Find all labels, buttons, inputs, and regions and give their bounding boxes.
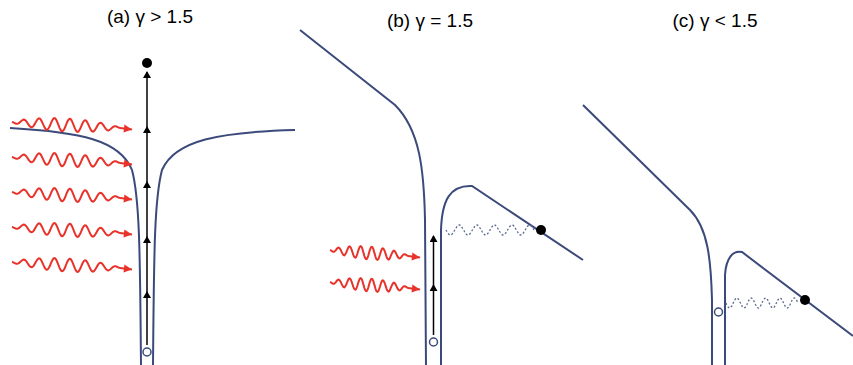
potential-curve <box>583 105 712 365</box>
potential-curve <box>153 130 295 365</box>
laser-pulse <box>12 188 120 202</box>
photon-step-arrow <box>433 236 435 285</box>
photon-step-arrow <box>146 292 148 345</box>
laser-pulse-head <box>124 160 133 168</box>
bound-electron <box>715 308 723 316</box>
photon-step-arrow <box>146 72 148 127</box>
laser-pulse <box>330 246 408 260</box>
laser-pulse <box>12 118 120 132</box>
laser-pulse-head <box>412 253 421 261</box>
potential-curve <box>10 128 141 365</box>
panel-label: (b) γ = 1.5 <box>387 11 473 32</box>
photon-step-arrow <box>433 285 435 335</box>
laser-pulse-head <box>124 125 133 133</box>
free-electron <box>142 58 152 68</box>
panel-label: (c) γ < 1.5 <box>673 11 758 32</box>
tunneling-wave <box>446 225 534 235</box>
tunneling-wave <box>726 298 798 308</box>
laser-pulse-head <box>412 285 421 293</box>
panel-label: (a) γ > 1.5 <box>107 7 193 28</box>
laser-pulse <box>12 153 120 167</box>
photon-step-arrow <box>146 182 148 237</box>
free-electron <box>800 295 810 305</box>
laser-pulse <box>330 278 408 292</box>
laser-pulse <box>12 223 120 237</box>
laser-pulse-head <box>124 195 133 203</box>
free-electron <box>536 225 546 235</box>
photon-step-arrow <box>146 127 148 182</box>
bound-electron <box>143 348 151 356</box>
laser-pulse <box>12 258 120 272</box>
laser-pulse-head <box>124 265 133 273</box>
photon-step-arrow <box>146 237 148 292</box>
potential-curve <box>441 186 583 365</box>
potential-curve <box>725 252 853 365</box>
bound-electron <box>430 338 438 346</box>
potential-curve <box>300 30 426 365</box>
laser-pulse-head <box>124 230 133 238</box>
